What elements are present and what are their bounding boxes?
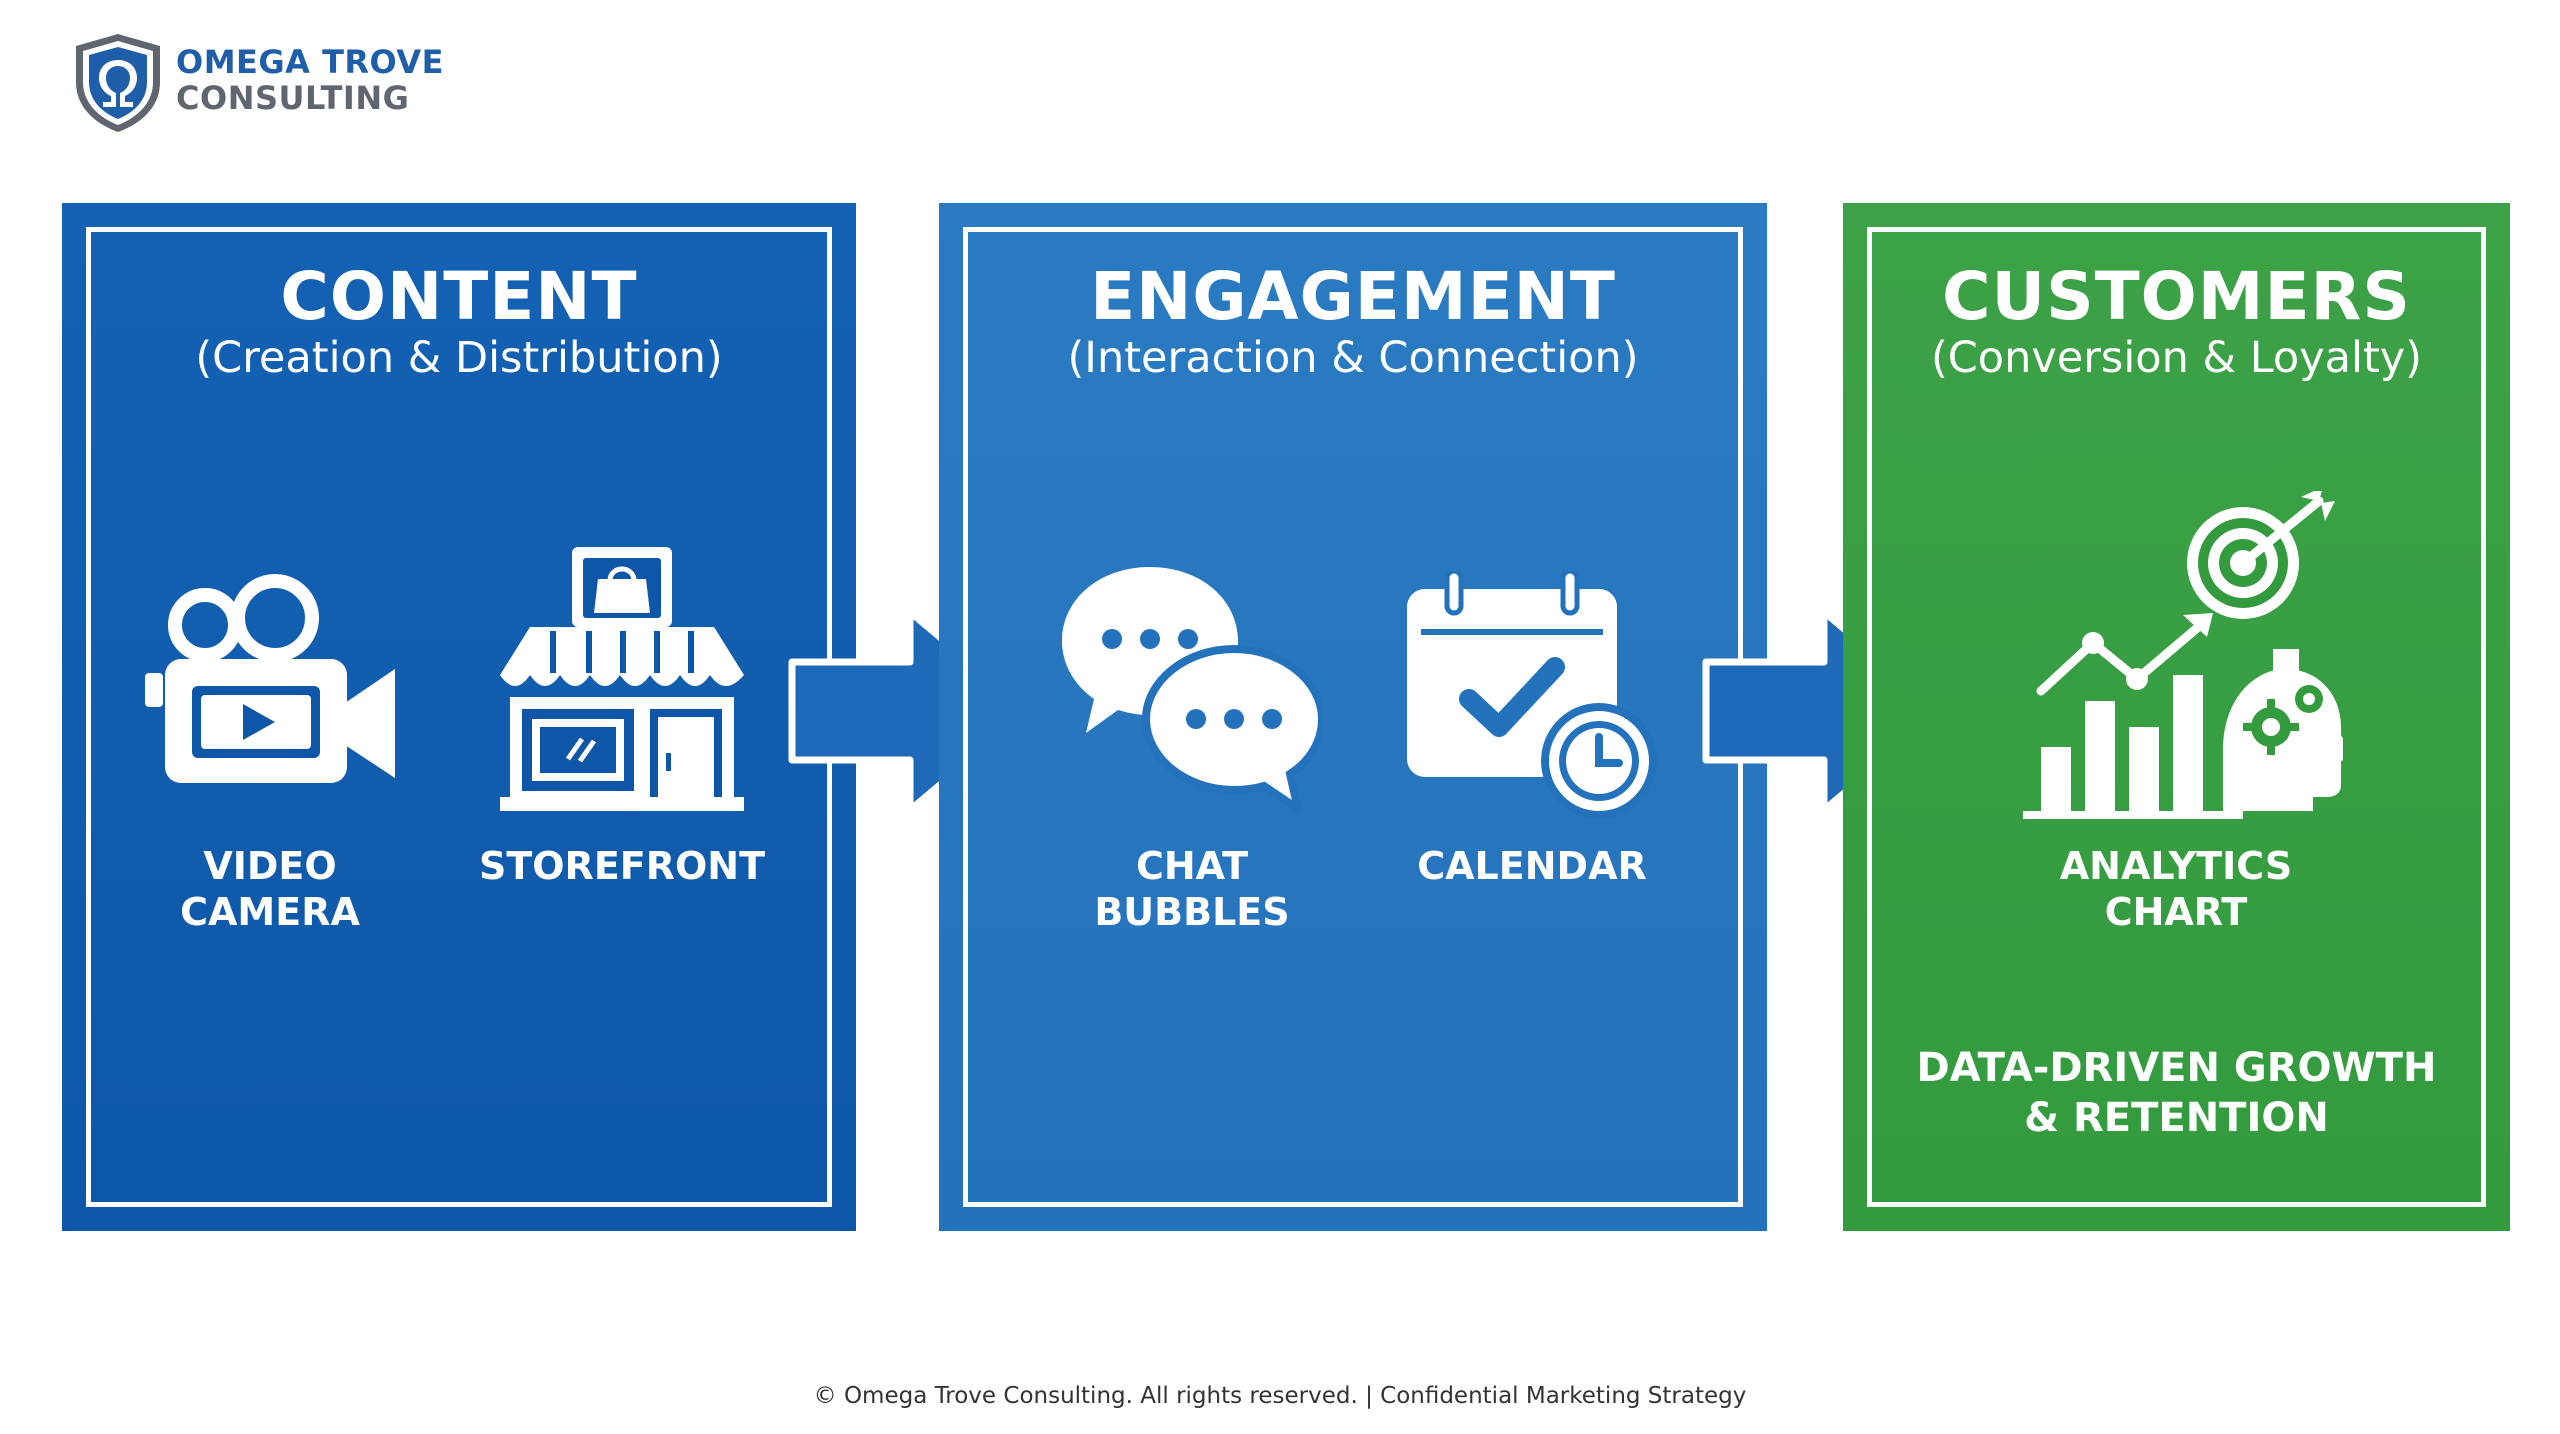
customers-tagline: DATA-DRIVEN GROWTH & RETENTION	[1916, 1045, 2437, 1141]
calendar-icon	[1407, 571, 1657, 819]
engagement-title: ENGAGEMENT	[1090, 258, 1616, 335]
calendar-label: CALENDAR	[1417, 844, 1647, 888]
footer-copyright: © Omega Trove Consulting. All rights res…	[813, 1383, 1747, 1409]
storefront-label: STOREFRONT	[478, 844, 766, 888]
video-camera-label: VIDEO CAMERA	[180, 844, 360, 934]
customers-panel-border	[1867, 227, 2486, 1207]
omega-shield-icon	[72, 32, 164, 134]
analytics-chart-icon	[2023, 491, 2343, 821]
brand-logo: OMEGA TROVE CONSULTING	[72, 32, 492, 137]
storefront-icon	[500, 547, 744, 815]
analytics-chart-label: ANALYTICS CHART	[2059, 844, 2293, 934]
content-panel: CONTENT (Creation & Distribution) VIDEO …	[62, 203, 856, 1231]
customers-subtitle: (Conversion & Loyalty)	[1930, 333, 2423, 383]
content-title: CONTENT	[280, 258, 638, 335]
engagement-panel: ENGAGEMENT (Interaction & Connection) CH…	[939, 203, 1767, 1231]
brand-name-line2: CONSULTING	[176, 79, 410, 117]
customers-panel: CUSTOMERS (Conversion & Loyalty)	[1843, 203, 2510, 1231]
content-subtitle: (Creation & Distribution)	[195, 333, 723, 383]
engagement-subtitle: (Interaction & Connection)	[1067, 333, 1639, 383]
video-camera-icon	[145, 573, 395, 788]
brand-name: OMEGA TROVE CONSULTING	[176, 46, 444, 114]
chat-bubbles-icon	[1062, 567, 1322, 812]
brand-name-line1: OMEGA TROVE	[176, 43, 445, 81]
customers-title: CUSTOMERS	[1942, 258, 2411, 335]
chat-bubbles-label: CHAT BUBBLES	[1094, 844, 1290, 934]
